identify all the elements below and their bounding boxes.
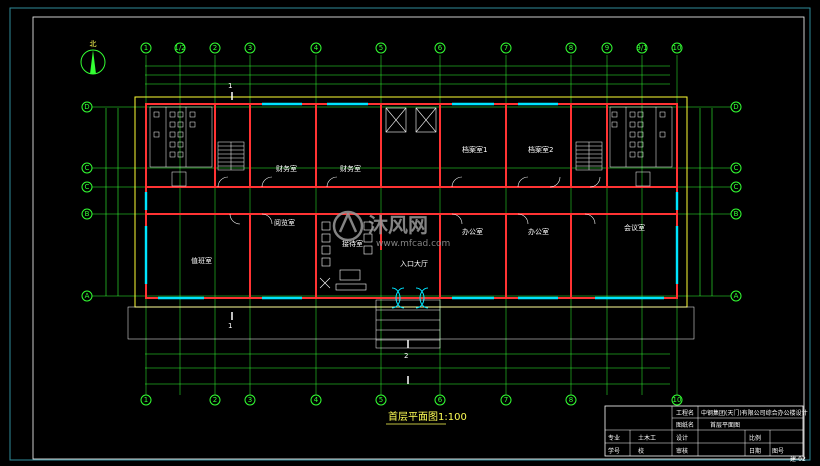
windows (144, 102, 679, 300)
axis-label: 2 (213, 396, 217, 404)
axis-label: 2 (213, 44, 217, 52)
tb-major-label: 专业 (608, 434, 620, 442)
axis-label: 8 (569, 44, 573, 52)
tb-date-label: 日期 (749, 447, 761, 455)
axis-label: A (85, 292, 90, 300)
tb-project-label: 工程名 (676, 409, 694, 417)
north-arrow: 北 (80, 40, 106, 75)
north-label: 北 (90, 40, 97, 48)
tb-drawing-label: 图纸名 (676, 421, 694, 429)
stairs-left (217, 141, 245, 171)
door-swings (217, 176, 601, 225)
tb-review-label: 审核 (676, 447, 688, 455)
section-mark: 1 (228, 322, 232, 330)
room-labels: 财务室 财务室 档案室1 档案室2 接待室 阅览室 值班室 办公室 办公室 会议… (191, 145, 645, 268)
tb-student-label: 学号 (608, 447, 620, 455)
building-outline (134, 96, 688, 308)
axis-label: 1 (144, 396, 148, 404)
axis-label: 9/1 (636, 44, 647, 52)
tb-drawing-value: 首层平面图 (710, 421, 740, 429)
room-label-duty-room: 值班室 (191, 256, 212, 265)
tb-project-value: 中钢集团(天门)有限公司综合办公楼设计 (701, 409, 808, 417)
elevators (385, 107, 437, 133)
restroom-right (609, 106, 673, 187)
room-label-archive-1: 档案室1 (462, 145, 487, 154)
title-block: 工程名 中钢集团(天门)有限公司综合办公楼设计 图纸名 首层平面图 专业 土木工… (604, 405, 808, 463)
axis-label: 7 (504, 44, 508, 52)
watermark: 沐风网 www.mfcad.com (332, 210, 450, 249)
axis-label: 1/2 (174, 44, 185, 52)
outer-frame (9, 7, 811, 461)
tb-design-label: 设计 (676, 434, 688, 442)
axis-label: B (85, 210, 90, 218)
axis-label: 4 (314, 396, 319, 404)
section-mark: 1 (228, 82, 232, 90)
axis-label: 7 (504, 396, 508, 404)
stairs-right (575, 141, 603, 171)
entrance-doors (391, 287, 429, 309)
room-label-reception: 接待室 (342, 239, 363, 248)
axis-label: 3 (248, 396, 252, 404)
axis-label: 10 (673, 44, 682, 52)
top-axis-bubbles: 1 1/2 2 3 4 5 6 7 8 9 9/1 10 (140, 42, 683, 54)
axis-label: 6 (438, 396, 443, 404)
tb-major-value: 土木工 (638, 434, 656, 442)
section-marks: 1 1 2 (228, 82, 409, 384)
axis-label: 4 (314, 44, 319, 52)
axis-label: 10 (673, 396, 682, 404)
section-mark: 2 (404, 352, 408, 360)
axis-label: 3 (248, 44, 252, 52)
walls (145, 103, 678, 299)
axis-label: D (84, 103, 89, 111)
entrance-label: 入口大厅 (400, 259, 428, 268)
axis-label: C (85, 164, 90, 172)
dimension-lines (105, 65, 713, 385)
room-label-office-1: 办公室 (462, 227, 483, 236)
reception-furniture (319, 221, 373, 291)
axis-label: 1 (144, 44, 148, 52)
room-label-file-room: 财务室 (276, 164, 297, 173)
axis-label: 5 (379, 44, 383, 52)
room-label-office-2: 办公室 (528, 227, 549, 236)
axis-label: 6 (438, 44, 443, 52)
left-axis-bubbles: D C C B A (81, 101, 93, 302)
axis-label: C (734, 183, 739, 191)
room-label-meeting-room: 会议室 (624, 223, 645, 232)
right-axis-bubbles: D C C B A (730, 101, 742, 302)
room-label-reading-room: 阅览室 (274, 218, 295, 227)
drawing-frame (32, 16, 805, 460)
apron-outline (127, 306, 695, 340)
tb-sheet-value: 建-02 (790, 455, 806, 463)
drawing-title: 首层平面图1:100 (388, 410, 467, 423)
axis-label: D (733, 103, 738, 111)
axis-label: A (734, 292, 739, 300)
axis-label: C (734, 164, 739, 172)
tb-sheet-label: 图号 (772, 448, 784, 455)
axis-label: C (85, 183, 90, 191)
axis-label: 5 (379, 396, 383, 404)
bottom-axis-bubbles: 1 2 3 4 5 6 7 8 10 (140, 394, 683, 406)
axis-label: B (734, 210, 739, 218)
tb-student-value: 校 (638, 447, 644, 455)
entrance-steps (375, 299, 441, 349)
restroom-left (149, 106, 213, 187)
axis-label: 8 (569, 396, 573, 404)
room-label-archive-2: 档案室2 (528, 145, 553, 154)
axis-label: 9 (605, 44, 609, 52)
room-label-finance-room: 财务室 (340, 164, 361, 173)
watermark-url: www.mfcad.com (376, 239, 450, 249)
tb-scale-label: 比例 (749, 434, 761, 442)
watermark-brand: 沐风网 (368, 213, 428, 237)
